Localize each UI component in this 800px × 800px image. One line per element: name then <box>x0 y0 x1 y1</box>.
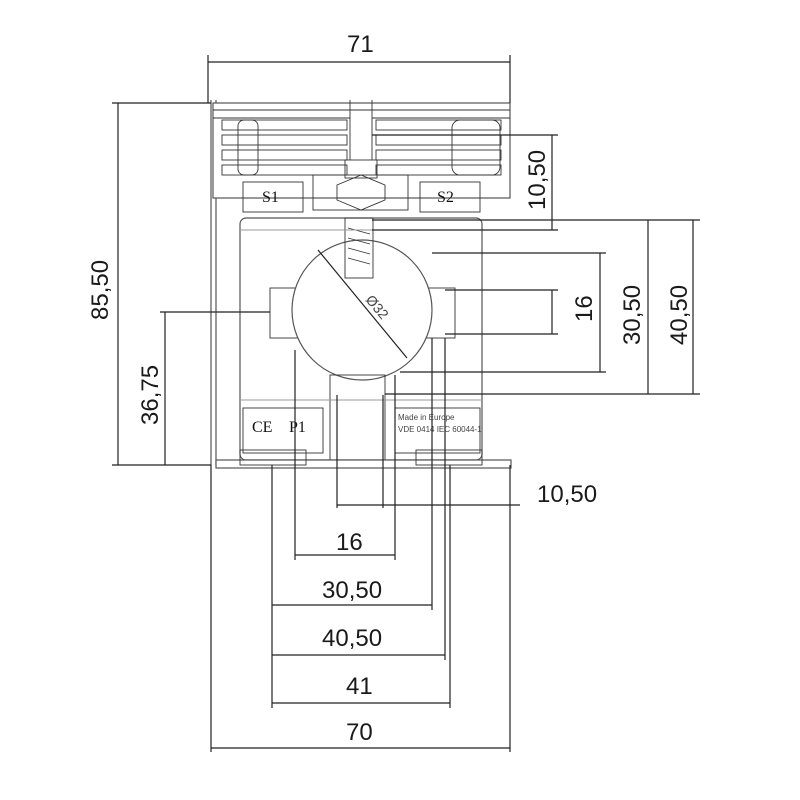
dim-right-30-50: 30,50 <box>619 285 646 345</box>
diameter-line <box>317 249 408 359</box>
dim-bottom-70: 70 <box>346 719 373 746</box>
standard-text: VDE 0414 IEC 60044-1 <box>398 425 482 434</box>
dim-right-40-50: 40,50 <box>666 285 693 345</box>
terminal-s1-label: S1 <box>262 189 279 206</box>
dim-bottom-40-50: 40,50 <box>322 625 382 652</box>
dim-bottom-41: 41 <box>346 673 373 700</box>
dim-right-16: 16 <box>571 295 598 322</box>
dimension-lines <box>112 55 700 752</box>
dim-height-center: 36,75 <box>137 365 164 425</box>
terminal-p1-label: P1 <box>289 419 306 436</box>
dim-bottom-30-50: 30,50 <box>322 577 382 604</box>
made-in-text: Made in Europe <box>398 413 455 422</box>
dim-bottom-10-50: 10,50 <box>537 481 597 508</box>
dim-width-top: 71 <box>347 31 374 58</box>
dim-height-total: 85,50 <box>87 260 114 320</box>
dim-bottom-16: 16 <box>336 529 363 556</box>
transformer-housing <box>210 100 512 469</box>
dim-right-10-50: 10,50 <box>524 150 551 210</box>
ce-mark: CE <box>252 419 272 436</box>
terminal-s2-label: S2 <box>437 189 454 206</box>
